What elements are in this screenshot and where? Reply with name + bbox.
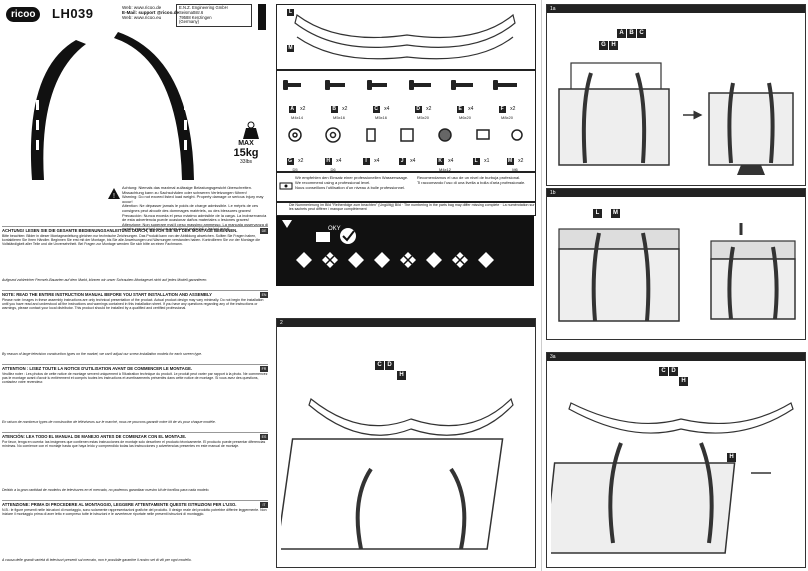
step-1a-panel: 1a G H A B C <box>546 4 806 186</box>
bracket-slots <box>36 100 187 150</box>
washers-row <box>288 127 523 143</box>
address-line: (Germany) <box>179 19 200 25</box>
svg-text:!: ! <box>113 193 115 199</box>
section-it: IT ATTENZIONE: PRIMA DI PROCEDERE AL MON… <box>2 500 268 569</box>
left-column: ricoo LH039 Web: www.ricoo.de E-Mail: su… <box>0 0 270 571</box>
ok-text: OKY <box>328 226 341 232</box>
left-bracket-shape <box>30 40 86 180</box>
max-load-badge: MAX 15kg 33lbs <box>233 140 259 165</box>
bracket-pair-illustration <box>30 32 194 180</box>
load-warnings: Achtung: Niemals das maximal zulässige B… <box>122 185 268 232</box>
address-box: E.N.Z. Engineering GmbH Seismattstr.6 79… <box>176 4 252 28</box>
part-j: J x4 <box>389 149 425 167</box>
screws-row <box>283 80 517 90</box>
contact-block: Web: www.ricoo.de E-Mail: support @ricoo… <box>122 5 179 21</box>
step-3-drawing <box>551 402 794 554</box>
part-l: L x1 <box>472 158 490 165</box>
section-de: DE ACHTUNG! LESEN SIE DIE GESAMTE BEDIEN… <box>2 226 268 289</box>
contact-line[interactable]: E-Mail: support @ricoo.de <box>122 10 180 16</box>
numbering-note-box: Die Nummerierung im Bild "Reihenfolge zu… <box>276 202 536 216</box>
address-line: Seismattstr.6 <box>179 9 204 15</box>
part-i: I x4 <box>353 149 389 167</box>
language-strip <box>258 4 266 30</box>
level-icon <box>279 182 293 190</box>
contact-line[interactable]: Web: www.ricoo.eu <box>122 15 162 21</box>
address-line: 79588 Kenzingen <box>179 14 212 20</box>
warning-triangle-icon: ! <box>108 188 120 199</box>
step-1b-drawing <box>558 223 796 322</box>
brackets-outline-drawing <box>294 13 516 60</box>
step-1a-drawing <box>558 62 794 175</box>
step-1b-panel: 1b L M <box>546 188 806 340</box>
step-3-panel: 3a C D H H <box>546 352 806 568</box>
section-es: ES ATENCIÓN: LEA TODO EL MANUAL DE MANEJ… <box>2 432 268 499</box>
step-2-panel: 2 C D H <box>276 318 536 568</box>
contact-line[interactable]: Web: www.ricoo.de <box>122 5 162 10</box>
section-en: EN NOTE: READ THE ENTIRE INSTRUCTION MAN… <box>2 290 268 363</box>
brand-logo: ricoo <box>6 4 66 22</box>
weight-icon <box>243 121 259 139</box>
right-column: 1a G H A B C 1b L M <box>541 0 808 571</box>
brackets-overview-box: L M <box>276 4 536 70</box>
do-dont-banner: OKY <box>276 216 534 286</box>
level-recommendation-box: Wir empfehlen den Einsatz einer professi… <box>276 172 536 202</box>
model-number: LH039 <box>52 6 94 21</box>
address-line: E.N.Z. Engineering GmbH <box>179 5 228 10</box>
section-fr: FR ATTENTION : LISEZ TOUTE LA NOTICE D'U… <box>2 364 268 431</box>
safety-pictograms: OKY <box>282 220 494 268</box>
right-bracket-shape <box>114 32 194 180</box>
step-2-drawing <box>281 397 514 550</box>
